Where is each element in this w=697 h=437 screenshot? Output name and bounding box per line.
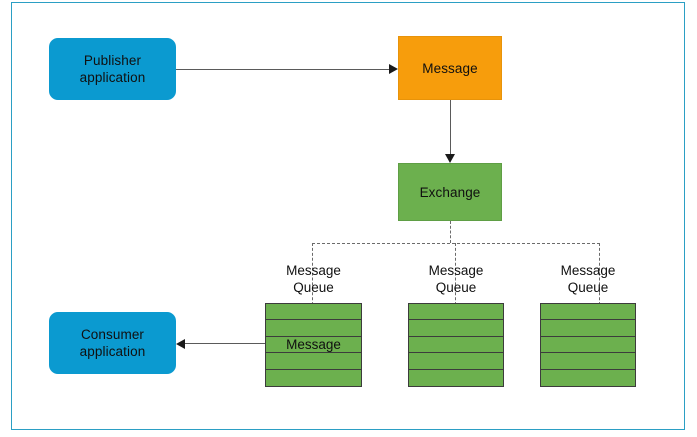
queue-group-1: Message Queue Message [265, 262, 362, 387]
queue-cell[interactable] [409, 304, 503, 321]
connector-exchange-dashed-stem [449, 221, 451, 243]
queue-cell[interactable] [266, 353, 361, 370]
connector-publisher-to-message-line [176, 68, 391, 70]
queue-cell[interactable] [409, 369, 503, 386]
connector-dashed-branch-queue-2 [455, 243, 456, 315]
queue-cell[interactable] [266, 369, 361, 386]
queue-cell[interactable] [541, 353, 635, 370]
queue-label-3: Message Queue [560, 263, 616, 295]
queue-cell[interactable] [541, 304, 635, 321]
queue-cell[interactable] [409, 336, 503, 354]
connector-queue-to-consumer-line [185, 343, 265, 345]
connector-publisher-to-message-arrowhead [389, 64, 398, 74]
node-publisher-application[interactable]: Publisher application [49, 38, 176, 100]
connector-dashed-distribution-bus [312, 243, 600, 244]
queue-stack-2[interactable] [408, 303, 504, 387]
connector-queue-to-consumer-arrowhead [176, 338, 185, 349]
queue-cell-message[interactable]: Message [266, 336, 361, 354]
connector-message-to-exchange-line [449, 100, 451, 156]
node-consumer-application[interactable]: Consumer application [49, 312, 176, 374]
queue-cell[interactable] [409, 320, 503, 337]
node-exchange[interactable]: Exchange [398, 163, 502, 221]
queue-stack-1[interactable]: Message [265, 303, 362, 387]
connector-message-to-exchange-arrowhead [445, 154, 455, 163]
node-consumer-label: Consumer application [79, 327, 146, 359]
queue-label-2: Message Queue [428, 263, 484, 295]
queue-group-2: Message Queue [408, 262, 504, 387]
queue-label-1: Message Queue [286, 263, 341, 295]
node-message-label: Message [422, 60, 478, 76]
connector-dashed-branch-queue-3 [599, 243, 600, 315]
node-exchange-label: Exchange [419, 184, 481, 200]
queue-cell[interactable] [541, 320, 635, 337]
node-message[interactable]: Message [398, 36, 502, 100]
queue-group-3: Message Queue [540, 262, 636, 387]
connector-dashed-branch-queue-1 [312, 243, 313, 315]
queue-cell[interactable] [266, 304, 361, 321]
queue-cell[interactable] [266, 320, 361, 337]
queue-cell[interactable] [541, 336, 635, 354]
queue-cell[interactable] [409, 353, 503, 370]
queue-stack-3[interactable] [540, 303, 636, 387]
node-publisher-label: Publisher application [79, 53, 146, 85]
diagram-frame-border [11, 2, 685, 430]
queue-cell[interactable] [541, 369, 635, 386]
